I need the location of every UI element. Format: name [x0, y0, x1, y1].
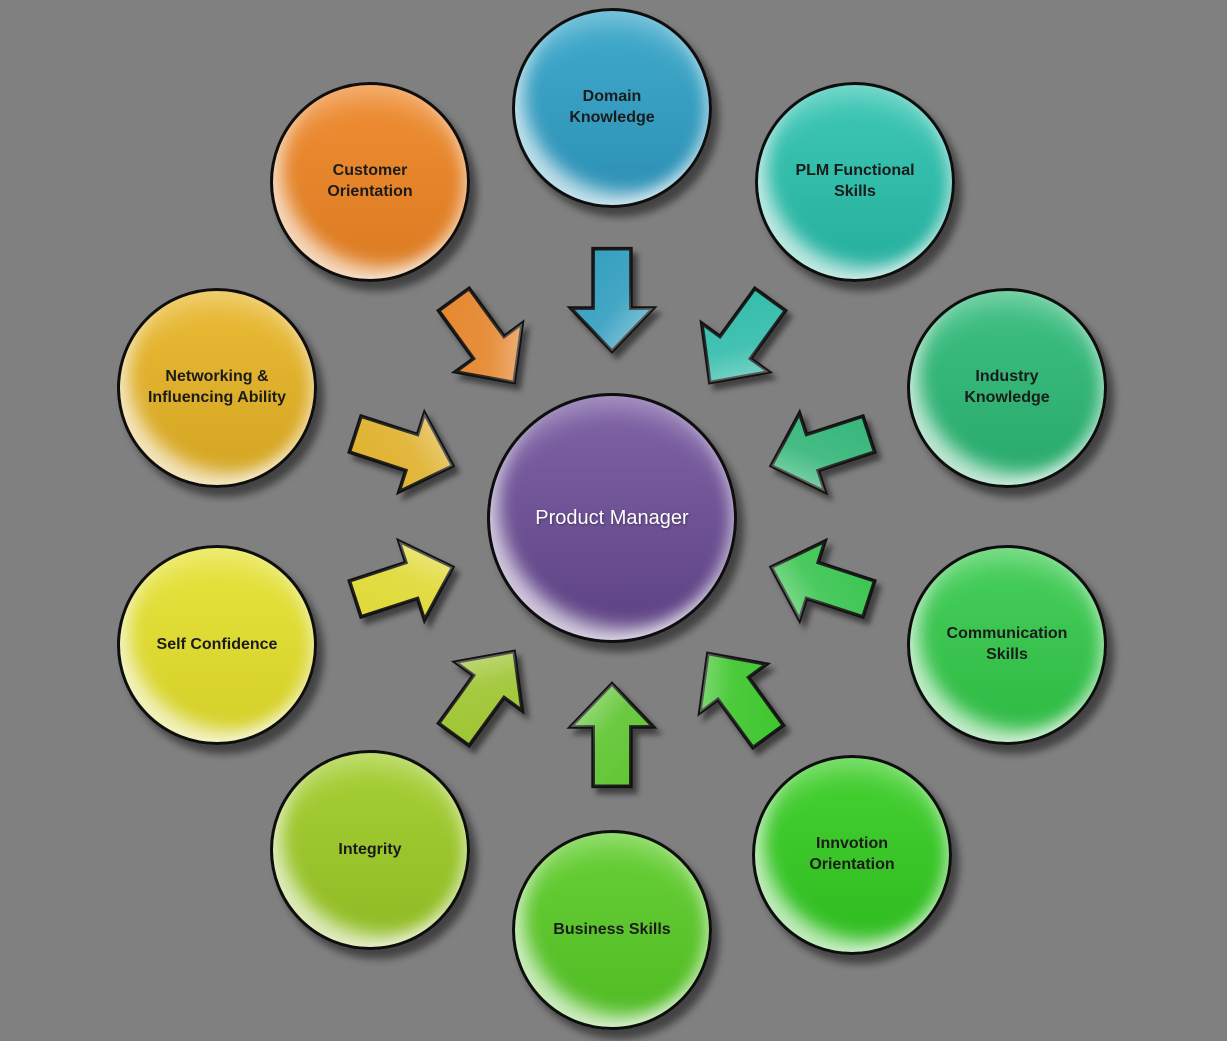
node-customer-orientation: Customer Orientation — [270, 82, 470, 282]
arrow-self-confidence — [347, 529, 456, 637]
node-label: Domain Knowledge — [569, 88, 655, 126]
node-label: PLM Functional Skills — [795, 162, 915, 200]
block-arrow-icon — [436, 649, 525, 749]
node-label: Self Confidence — [156, 635, 278, 653]
block-arrow-icon — [699, 285, 788, 385]
arrow-communication-skills — [768, 529, 877, 637]
block-arrow-icon — [436, 285, 525, 385]
node-plm-functional-skills: PLM Functional Skills — [755, 82, 955, 282]
node-industry-knowledge: Industry Knowledge — [907, 288, 1107, 488]
block-arrow-icon — [768, 408, 877, 496]
block-arrow-icon — [697, 651, 786, 751]
block-arrow-icon — [347, 537, 456, 625]
arrow-business-skills — [566, 681, 658, 789]
node-business-skills: Business Skills — [512, 830, 712, 1030]
node-self-confidence: Self Confidence — [117, 545, 317, 745]
node-label: Integrity — [338, 840, 402, 858]
block-arrow-icon — [566, 246, 658, 354]
arrow-customer-orientation — [436, 285, 530, 395]
node-label: Industry Knowledge — [964, 368, 1050, 406]
arrow-integrity — [436, 639, 530, 749]
node-networking-influencing-ability: Networking & Influencing Ability — [117, 288, 317, 488]
node-label: Innvotion Orientation — [809, 835, 895, 873]
center-label: Product Manager — [535, 507, 689, 529]
node-integrity: Integrity — [270, 750, 470, 950]
block-arrow-icon — [566, 681, 658, 789]
block-arrow-icon — [347, 408, 456, 496]
arrow-industry-knowledge — [768, 396, 877, 504]
node-innvotion-orientation: Innvotion Orientation — [752, 755, 952, 955]
node-label: Customer Orientation — [327, 162, 413, 200]
arrow-domain-knowledge — [566, 246, 658, 354]
node-communication-skills: Communication Skills — [907, 545, 1107, 745]
arrow-networking-influencing-ability — [347, 396, 456, 504]
node-label: Networking & Influencing Ability — [147, 368, 287, 406]
node-label: Communication Skills — [946, 625, 1068, 663]
node-product-manager: Product Manager — [487, 393, 737, 643]
arrow-plm-functional-skills — [694, 285, 788, 395]
node-domain-knowledge: Domain Knowledge — [512, 8, 712, 208]
arrow-innvotion-orientation — [692, 641, 786, 751]
node-label: Business Skills — [553, 920, 671, 938]
block-arrow-icon — [768, 537, 877, 625]
